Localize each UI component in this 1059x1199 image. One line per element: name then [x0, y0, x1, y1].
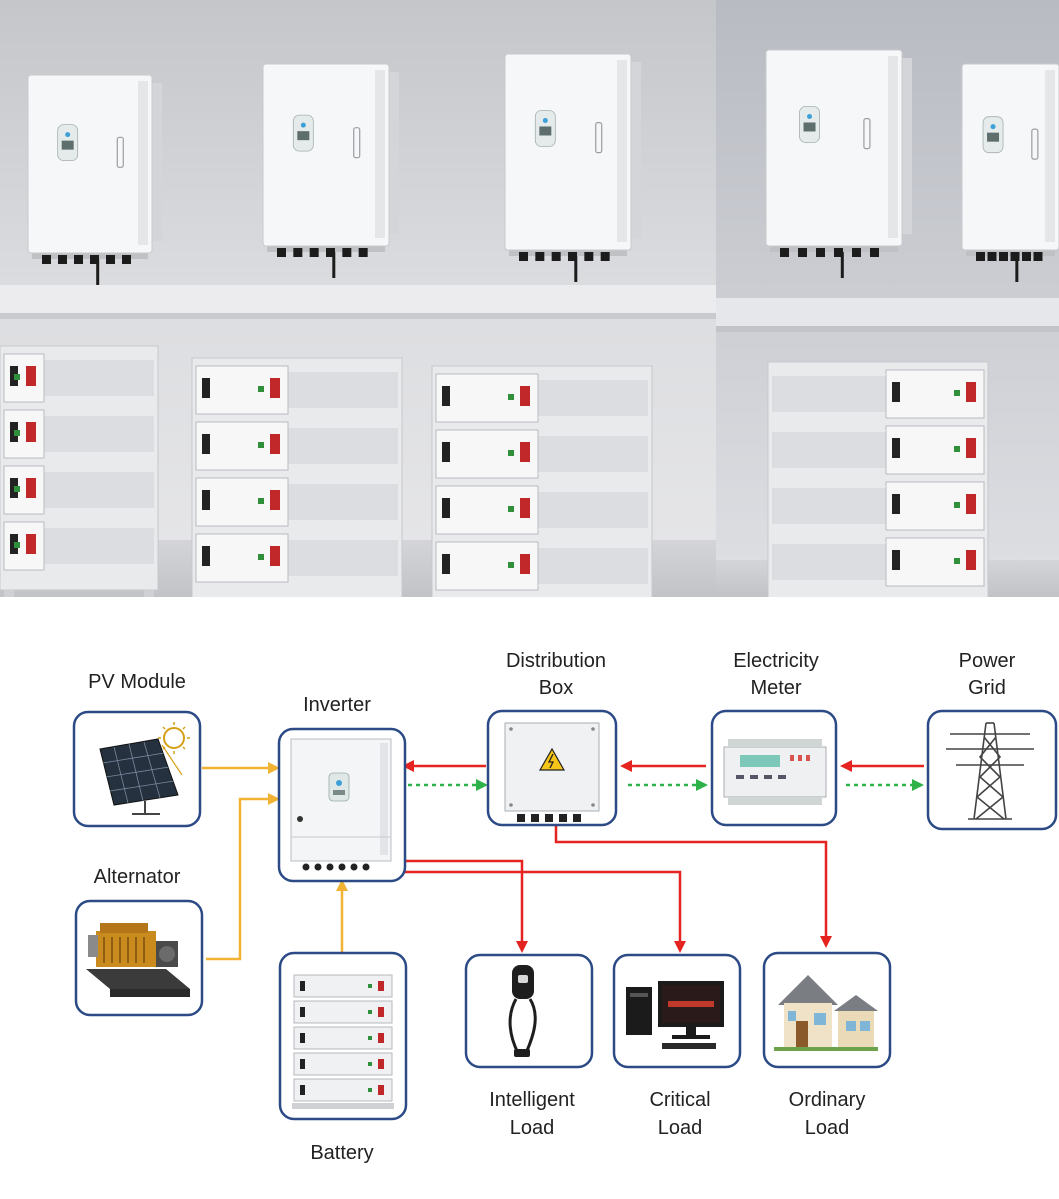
power-grid-label-line1: Power	[959, 650, 1016, 672]
battery-label: Battery	[310, 1142, 373, 1164]
alternator-label: Alternator	[94, 866, 181, 888]
transmission-tower-icon	[946, 722, 1034, 820]
alternator-to-inverter-line	[206, 797, 270, 961]
arrowhead	[820, 936, 832, 948]
battery-stack	[0, 345, 159, 597]
inverter-to-intelligent-load-line	[404, 859, 524, 945]
computer-icon	[626, 981, 724, 1049]
power-grid-node	[926, 709, 1058, 831]
intelligent-load-node	[464, 953, 594, 1069]
arrowhead	[402, 760, 414, 772]
arrowhead	[516, 941, 528, 953]
electricity-meter-label-line2: Meter	[750, 677, 801, 699]
wall-inverter-unit	[27, 74, 162, 285]
distribution-box-label-line1: Distribution	[506, 650, 606, 672]
arrowhead	[476, 779, 488, 791]
battery-node	[278, 951, 408, 1121]
inverter-icon	[290, 738, 392, 871]
arrowhead	[674, 941, 686, 953]
ordinary-load-label-line1: Ordinary	[789, 1089, 866, 1111]
arrowhead	[840, 760, 852, 772]
solar-panel-icon	[99, 722, 190, 815]
alternator-node	[74, 899, 204, 1017]
pv-module-node	[72, 710, 202, 828]
electricity-meter-label-line1: Electricity	[733, 650, 819, 672]
house-icon	[774, 975, 878, 1051]
wall-inverter-unit	[765, 49, 912, 278]
arrowhead	[620, 760, 632, 772]
arrowhead	[268, 762, 280, 774]
wall-inverter-unit	[504, 53, 641, 282]
power-grid-label-line2: Grid	[968, 677, 1006, 699]
electricity-meter-icon	[723, 739, 827, 805]
system-diagram: PV Module Alternator	[72, 650, 1058, 1164]
inverter-node	[277, 727, 407, 883]
arrowhead	[268, 793, 280, 805]
ev-charger-icon	[508, 965, 537, 1057]
wall-inverter-unit	[961, 63, 1059, 282]
ordinary-load-label-line2: Load	[805, 1117, 850, 1139]
generator-icon	[86, 923, 190, 997]
arrowhead	[696, 779, 708, 791]
ordinary-load-node	[762, 951, 892, 1069]
installation-photo	[0, 0, 1059, 597]
distribution-box-icon	[504, 722, 600, 822]
pv-module-label: PV Module	[88, 671, 186, 693]
wall-inverter-unit	[262, 63, 399, 278]
dist-to-ordinary-load-line	[554, 824, 828, 940]
battery-stack	[767, 361, 989, 597]
inverter-label: Inverter	[303, 694, 371, 716]
critical-load-node	[612, 953, 742, 1069]
battery-stack-icon	[292, 974, 394, 1109]
intelligent-load-label-line2: Load	[510, 1117, 555, 1139]
inverter-to-critical-load-line	[402, 861, 682, 945]
battery-stack	[431, 365, 653, 597]
intelligent-load-label-line1: Intelligent	[489, 1089, 575, 1111]
wiring-lines	[202, 760, 924, 961]
arrowhead	[912, 779, 924, 791]
critical-load-label-line2: Load	[658, 1117, 703, 1139]
critical-load-label-line1: Critical	[649, 1089, 710, 1111]
battery-stack	[191, 357, 403, 597]
electricity-meter-node	[710, 709, 838, 827]
arrowhead	[336, 879, 348, 891]
distribution-box-node	[486, 709, 618, 827]
distribution-box-label-line2: Box	[539, 677, 573, 699]
